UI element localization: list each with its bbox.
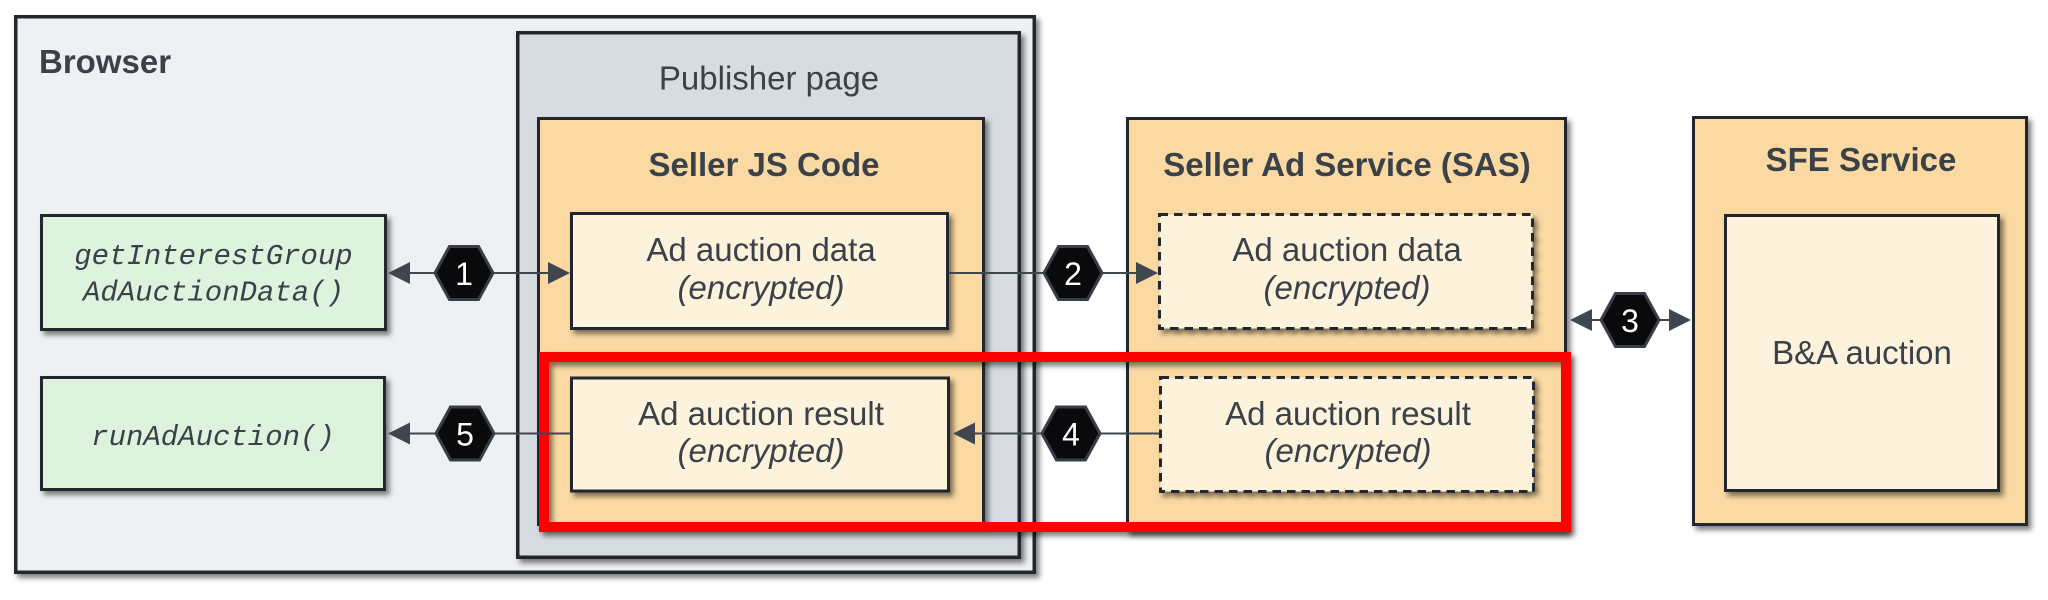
svg-text:Ad auction result: Ad auction result	[1225, 395, 1471, 432]
svg-text:B&A auction: B&A auction	[1772, 334, 1952, 371]
svg-text:3: 3	[1621, 303, 1639, 339]
svg-text:1: 1	[455, 256, 473, 292]
svg-text:Ad auction result: Ad auction result	[638, 395, 884, 432]
svg-text:4: 4	[1062, 417, 1080, 453]
svg-text:(encrypted): (encrypted)	[1264, 269, 1431, 306]
svg-text:Browser: Browser	[39, 43, 171, 80]
svg-text:AdAuctionData(): AdAuctionData()	[81, 277, 344, 310]
svg-text:getInterestGroup: getInterestGroup	[74, 240, 352, 273]
svg-text:SFE Service: SFE Service	[1766, 141, 1957, 178]
svg-text:Publisher page: Publisher page	[659, 60, 879, 97]
svg-text:5: 5	[456, 417, 474, 453]
svg-text:Seller Ad Service (SAS): Seller Ad Service (SAS)	[1163, 146, 1530, 183]
svg-text:Ad auction data: Ad auction data	[646, 231, 876, 268]
svg-text:runAdAuction(): runAdAuction()	[91, 421, 335, 454]
svg-text:2: 2	[1064, 256, 1082, 292]
svg-text:Seller JS Code: Seller JS Code	[648, 146, 879, 183]
svg-text:(encrypted): (encrypted)	[678, 269, 845, 306]
svg-text:(encrypted): (encrypted)	[678, 432, 845, 469]
svg-text:Ad auction data: Ad auction data	[1232, 231, 1462, 268]
svg-text:(encrypted): (encrypted)	[1265, 432, 1432, 469]
